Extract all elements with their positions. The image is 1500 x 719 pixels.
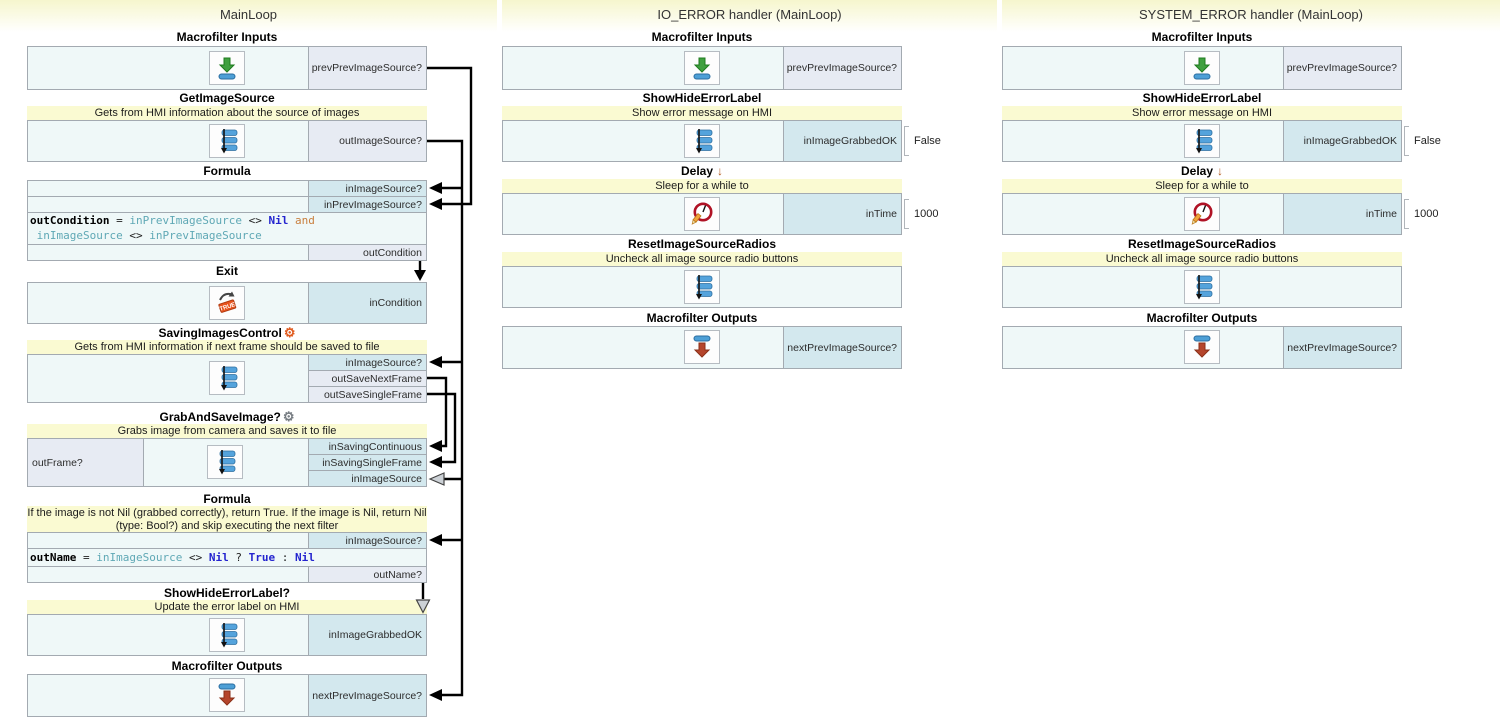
block-title-delay: Delay↓ [680,163,724,178]
port-outFrame[interactable]: outFrame? [27,438,144,487]
port-inSavingSingleFrame[interactable]: inSavingSingleFrame [308,454,427,471]
formula2-code: outName = inImageSource <> Nil ? True : … [30,551,315,564]
block-title-savingimagescontrol: SavingImagesControl⚙ [158,324,296,340]
block-title-showhideerrorlabel: ShowHideErrorLabel [1142,90,1262,105]
block-comment: Sleep for a while to [502,179,902,193]
block-comment: Update the error label on HMI [27,600,427,614]
block-comment: Grabs image from camera and saves it to … [27,424,427,438]
block-comment: If the image is not Nil (grabbed correct… [27,506,427,532]
port-outName[interactable]: outName? [308,566,427,583]
clock-icon[interactable] [684,197,720,231]
hmi-icon[interactable] [209,124,245,158]
port-inImageSource[interactable]: inImageSource [308,470,427,487]
code-token: outCondition [30,214,110,227]
gear-icon: ⚙ [282,408,295,424]
block-title-grabandsaveimage: GrabAndSaveImage?⚙ [159,408,295,424]
column-header-system-error: SYSTEM_ERROR handler (MainLoop) [1002,0,1500,32]
hmi-icon[interactable] [1184,124,1220,158]
port-nextPrevImageSource[interactable]: nextPrevImageSource? [308,674,427,717]
block-comment: Gets from HMI information about the sour… [27,106,427,120]
block-title-formula1: Formula [203,163,251,178]
down-arrow-icon: ↓ [1217,163,1224,178]
column-header-io-error: IO_ERROR handler (MainLoop) [502,0,997,32]
port-inPrevImageSource[interactable]: inPrevImageSource? [308,196,427,213]
macrofilter-output-icon[interactable] [684,330,720,364]
port-inImageGrabbedOK[interactable]: inImageGrabbedOK [1283,120,1402,162]
port-inCondition[interactable]: inCondition [308,282,427,324]
gear-icon: ⚙ [283,324,296,340]
block-title-macrofilter-inputs: Macrofilter Inputs [176,29,278,44]
block-comment: Gets from HMI information if next frame … [27,340,427,354]
block-comment: Show error message on HMI [1002,106,1402,120]
port-outImageSource[interactable]: outImageSource? [308,120,427,162]
block-title-formula2: Formula [203,491,251,506]
port-inImageSource[interactable]: inImageSource? [308,354,427,371]
block-title-getimagesource: GetImageSource [179,90,275,105]
down-arrow-icon: ↓ [717,163,724,178]
port-inImageSource[interactable]: inImageSource? [308,180,427,197]
macrofilter-output-icon[interactable] [1184,330,1220,364]
block-title-macrofilter-outputs: Macrofilter Outputs [1146,310,1258,325]
hmi-icon[interactable] [209,361,245,395]
port-inSavingContinuous[interactable]: inSavingContinuous [308,438,427,455]
port-prevPrevImageSource[interactable]: prevPrevImageSource? [308,46,427,90]
block-title-exit: Exit [215,263,238,278]
block-title-macrofilter-outputs: Macrofilter Outputs [171,658,283,673]
formula1-code: outCondition = inPrevImageSource <> Nil … [30,214,315,242]
port-inImageGrabbedOK[interactable]: inImageGrabbedOK [783,120,902,162]
port-nextPrevImageSource[interactable]: nextPrevImageSource? [1283,326,1402,369]
value-bracket [1404,126,1409,156]
macrofilter-output-icon[interactable] [209,678,245,712]
port-outSaveSingleFrame[interactable]: outSaveSingleFrame [308,386,427,403]
macrofilter-input-icon[interactable] [209,51,245,85]
exit-loop-icon[interactable] [209,286,245,320]
block-comment: Uncheck all image source radio buttons [502,252,902,266]
port-outCondition[interactable]: outCondition [308,244,427,261]
port-inTime[interactable]: inTime [783,193,902,235]
port-constant-value[interactable]: 1000 [904,199,938,229]
port-prevPrevImageSource[interactable]: prevPrevImageSource? [783,46,902,90]
block-title-macrofilter-outputs: Macrofilter Outputs [646,310,758,325]
block-title-macrofilter-inputs: Macrofilter Inputs [1151,29,1253,44]
port-prevPrevImageSource[interactable]: prevPrevImageSource? [1283,46,1402,90]
hmi-icon[interactable] [207,445,243,479]
value-bracket [904,199,909,229]
block-title-delay: Delay↓ [1180,163,1224,178]
block-comment: Show error message on HMI [502,106,902,120]
port-nextPrevImageSource[interactable]: nextPrevImageSource? [783,326,902,369]
clock-icon[interactable] [1184,197,1220,231]
block-title-resetimagesourceradios: ResetImageSourceRadios [1127,236,1277,251]
port-constant-value[interactable]: False [904,126,941,156]
value-bracket [1404,199,1409,229]
column-header-mainloop: MainLoop [0,0,497,32]
port-inImageGrabbedOK[interactable]: inImageGrabbedOK [308,614,427,656]
port-inImageSource[interactable]: inImageSource? [308,532,427,549]
macrofilter-input-icon[interactable] [1184,51,1220,85]
macrofilter-input-icon[interactable] [684,51,720,85]
port-constant-value[interactable]: 1000 [1404,199,1438,229]
block-title-resetimagesourceradios: ResetImageSourceRadios [627,236,777,251]
port-constant-value[interactable]: False [1404,126,1441,156]
block-comment: Uncheck all image source radio buttons [1002,252,1402,266]
port-inTime[interactable]: inTime [1283,193,1402,235]
formula1-code-row[interactable] [27,212,427,245]
hmi-icon[interactable] [684,270,720,304]
block-title-showhideerrorlabel: ShowHideErrorLabel [642,90,762,105]
hmi-icon[interactable] [209,618,245,652]
block-comment: Sleep for a while to [1002,179,1402,193]
port-outSaveNextFrame[interactable]: outSaveNextFrame [308,370,427,387]
value-bracket [904,126,909,156]
block-title-macrofilter-inputs: Macrofilter Inputs [651,29,753,44]
block-title-showhideerrorlabel: ShowHideErrorLabel? [163,585,291,600]
hmi-icon[interactable] [684,124,720,158]
hmi-icon[interactable] [1184,270,1220,304]
